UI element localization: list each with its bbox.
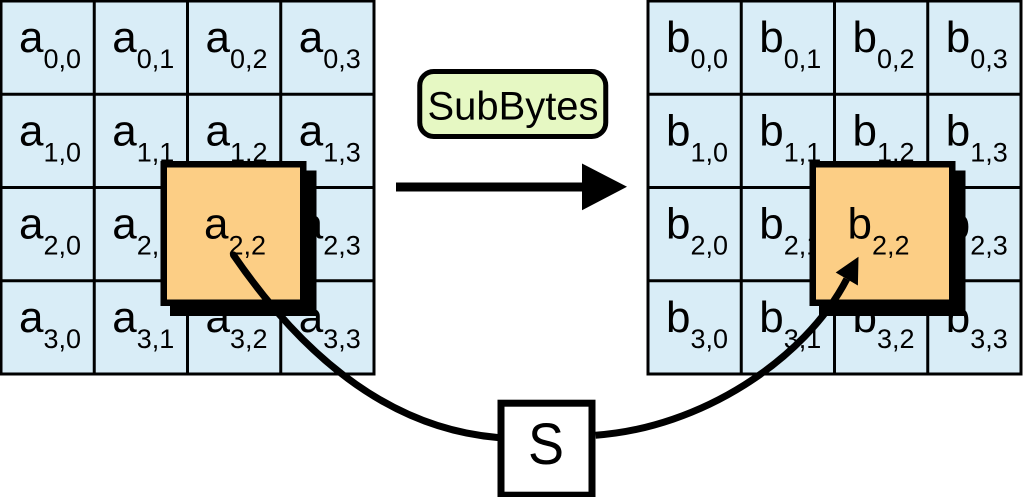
svg-text:SubBytes: SubBytes <box>428 85 599 129</box>
svg-text:S: S <box>528 412 564 477</box>
